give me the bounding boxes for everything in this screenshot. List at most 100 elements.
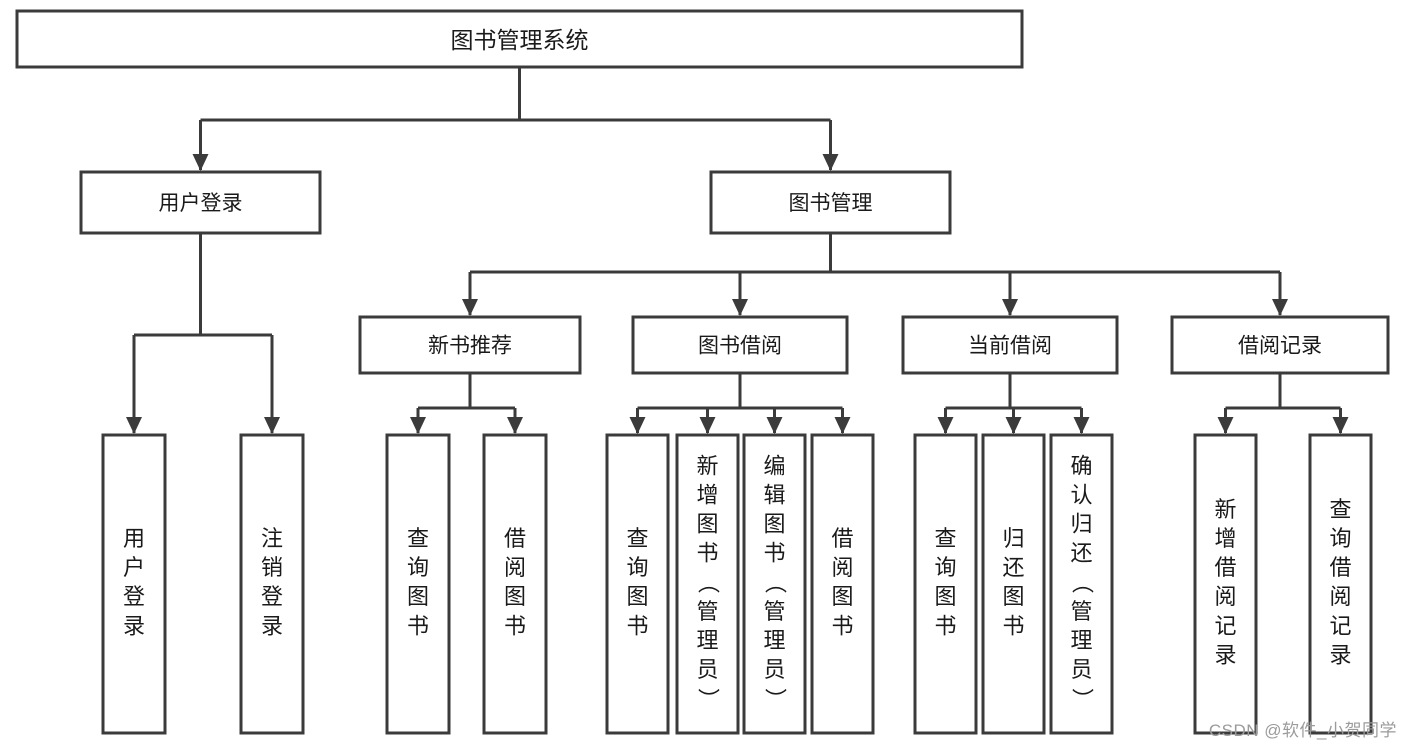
node-box-user-login [79, 170, 322, 235]
node-label-leaf-add-borrow-record-char-1: 增 [1214, 526, 1236, 551]
node-label-leaf-edit-book-admin-char-1: 辑 [763, 483, 785, 508]
node-label-leaf-query-book-rec-char-1: 询 [407, 555, 429, 580]
node-label-current-borrow: 当前借阅 [968, 335, 1052, 358]
node-label-leaf-add-book-admin-char-3: 书 [696, 541, 718, 566]
node-label-leaf-add-book-admin-char-4: （ [695, 572, 720, 594]
node-box-leaf-edit-book-admin [742, 433, 807, 735]
node-label-leaf-logout-char-0: 注 [261, 526, 283, 551]
node-box-leaf-add-borrow-record [1193, 433, 1258, 735]
node-label-leaf-query-borrow-record-char-4: 记 [1329, 613, 1351, 638]
node-label-leaf-query-borrow-record-char-1: 询 [1329, 526, 1351, 551]
node-label-leaf-add-book-admin-char-0: 新 [696, 454, 718, 479]
node-label-leaf-return-book-char-3: 书 [1002, 613, 1024, 638]
node-book-manage[interactable]: 图书管理 [709, 170, 952, 235]
node-box-leaf-confirm-return-admin [1049, 433, 1114, 735]
node-box-leaf-borrow-book-rec [482, 433, 548, 735]
node-box-leaf-query-borrow-record [1308, 433, 1373, 735]
node-label-leaf-confirm-return-admin-char-0: 确 [1070, 454, 1092, 479]
arrow-head-icon [462, 299, 478, 316]
node-label-leaf-return-book-char-1: 还 [1002, 555, 1024, 580]
node-box-new-book-recommend [358, 315, 582, 375]
node-label-leaf-borrow-book-char-3: 书 [831, 613, 853, 638]
arrow-head-icon [732, 299, 748, 316]
node-label-leaf-edit-book-admin-char-3: 书 [763, 541, 785, 566]
node-label-leaf-add-book-admin-char-6: 理 [696, 628, 718, 653]
node-label-leaf-add-borrow-record-char-5: 录 [1214, 642, 1236, 667]
node-label-leaf-add-book-admin-char-5: 管 [696, 599, 718, 624]
node-box-leaf-user-login [101, 433, 167, 735]
csdn-watermark: CSDN @软件_小贺同学 [1208, 721, 1397, 740]
node-label-leaf-query-book-rec-char-3: 书 [407, 613, 429, 638]
node-label-book-manage: 图书管理 [789, 192, 873, 215]
node-label-leaf-query-book-rec-char-2: 图 [407, 584, 429, 609]
node-label-leaf-user-login-char-3: 录 [123, 613, 145, 638]
node-box-leaf-add-book-admin [675, 433, 740, 735]
arrow-head-icon [766, 417, 783, 434]
node-label-leaf-edit-book-admin-char-8: ） [762, 688, 787, 710]
node-label-leaf-confirm-return-admin-char-6: 理 [1070, 628, 1092, 653]
node-root[interactable]: 图书管理系统 [15, 9, 1024, 69]
arrow-head-icon [1005, 417, 1022, 434]
node-box-borrow-record [1170, 315, 1390, 375]
node-label-leaf-add-borrow-record-char-3: 阅 [1214, 584, 1236, 609]
node-label-leaf-query-book-current-char-0: 查 [934, 526, 956, 551]
node-label-leaf-query-book-current-char-2: 图 [934, 584, 956, 609]
node-layer: 图书管理系统用户登录图书管理新书推荐图书借阅当前借阅借阅记录用户登录注销登录查询… [15, 9, 1390, 735]
node-book-borrow[interactable]: 图书借阅 [631, 315, 849, 375]
node-label-leaf-logout-char-1: 销 [261, 555, 283, 580]
arrow-head-icon [126, 417, 142, 434]
node-label-leaf-query-borrow-record-char-3: 阅 [1329, 584, 1351, 609]
node-box-book-borrow [631, 315, 849, 375]
node-label-leaf-add-borrow-record-char-2: 借 [1214, 555, 1236, 580]
node-borrow-record[interactable]: 借阅记录 [1170, 315, 1390, 375]
node-label-leaf-confirm-return-admin-char-4: （ [1069, 572, 1094, 594]
node-label-leaf-return-book-char-2: 图 [1002, 584, 1024, 609]
node-label-leaf-add-book-admin-char-2: 图 [696, 512, 718, 537]
node-label-leaf-borrow-book-char-2: 图 [831, 584, 853, 609]
arrow-head-icon [1002, 299, 1018, 316]
arrow-head-icon [834, 417, 851, 434]
node-leaf-user-login[interactable]: 用户登录 [101, 433, 167, 735]
node-label-leaf-user-login-char-0: 用 [123, 526, 145, 551]
arrow-head-icon [192, 154, 209, 171]
node-new-book-recommend[interactable]: 新书推荐 [358, 315, 582, 375]
node-label-leaf-add-book-admin-char-1: 增 [696, 483, 718, 508]
arrow-head-icon [629, 417, 646, 434]
node-label-leaf-edit-book-admin-char-4: （ [762, 572, 787, 594]
node-label-leaf-add-book-admin-char-8: ） [695, 688, 720, 710]
arrow-head-icon [1073, 417, 1090, 434]
node-box-leaf-query-book-borrow [605, 433, 670, 735]
node-label-leaf-query-book-borrow-char-1: 询 [626, 555, 648, 580]
node-label-leaf-edit-book-admin-char-5: 管 [763, 599, 785, 624]
node-label-book-borrow: 图书借阅 [698, 335, 782, 358]
node-label-leaf-return-book-char-0: 归 [1002, 526, 1024, 551]
node-label-user-login: 用户登录 [159, 192, 243, 215]
node-label-leaf-query-borrow-record-char-0: 查 [1329, 497, 1351, 522]
connector-layer [126, 67, 1349, 434]
node-box-leaf-query-book-current [913, 433, 978, 735]
node-current-borrow[interactable]: 当前借阅 [901, 315, 1119, 375]
node-label-leaf-edit-book-admin-char-2: 图 [763, 512, 785, 537]
node-box-leaf-query-book-rec [385, 433, 451, 735]
node-label-leaf-borrow-book-char-0: 借 [831, 526, 853, 551]
node-label-leaf-add-borrow-record-char-0: 新 [1214, 497, 1236, 522]
node-user-login[interactable]: 用户登录 [79, 170, 322, 235]
node-label-leaf-edit-book-admin-char-0: 编 [763, 454, 785, 479]
node-label-leaf-confirm-return-admin-char-1: 认 [1070, 483, 1092, 508]
node-label-new-book-recommend: 新书推荐 [428, 335, 512, 358]
arrow-head-icon [507, 417, 523, 434]
node-label-leaf-borrow-book-rec-char-1: 阅 [504, 555, 526, 580]
node-label-leaf-add-book-admin-char-7: 员 [696, 657, 718, 682]
